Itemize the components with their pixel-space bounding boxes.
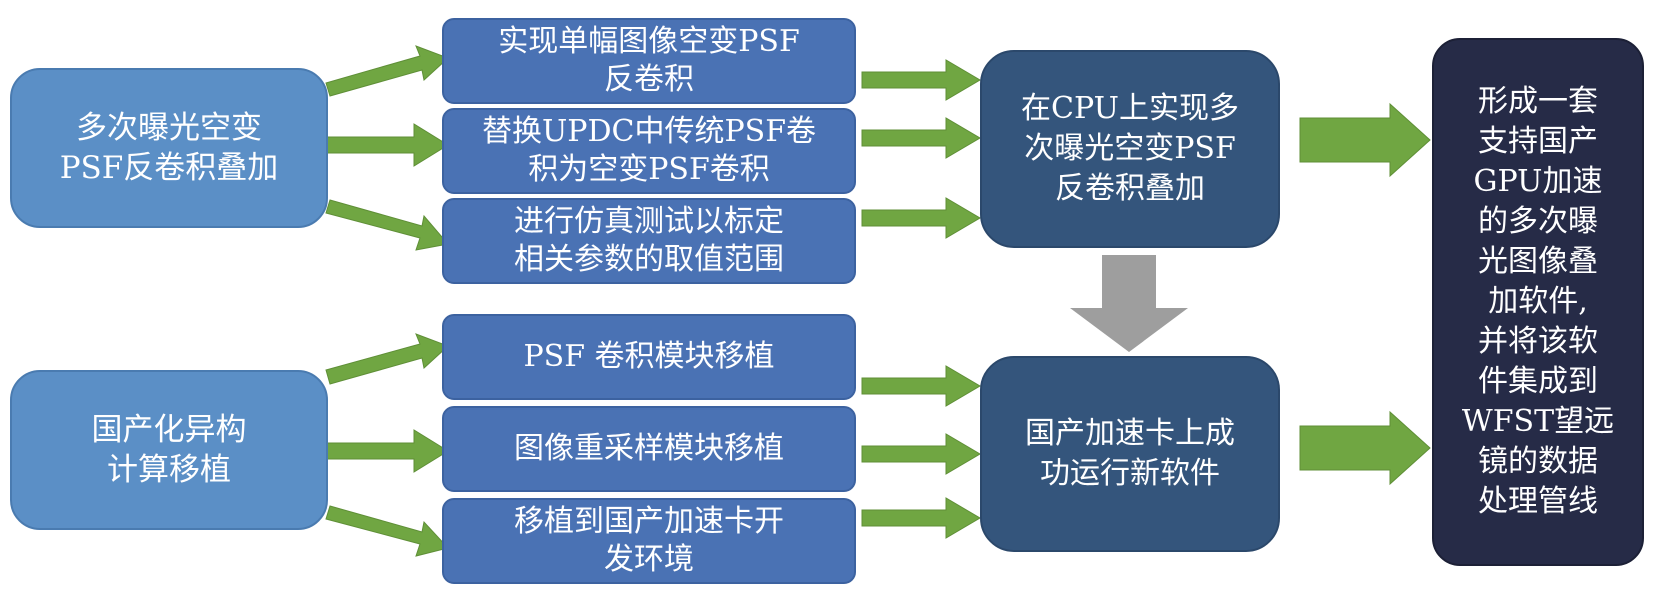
arrow-src2-step6 [325,505,449,557]
step-box-single-image-deconvolution: 实现单幅图像空变PSF 反卷积 [442,18,856,104]
source-label: 多次曝光空变 PSF反卷积叠加 [59,110,279,186]
step-label: 进行仿真测试以标定 相关参数的取值范围 [514,204,784,277]
intermediate-label: 在CPU上实现多 次曝光空变PSF 反卷积叠加 [1021,91,1239,206]
step-label: PSF 卷积模块移植 [523,339,775,374]
arrow-step3-mid1 [861,197,981,239]
arrow-step1-mid1 [861,59,981,101]
arrow-src2-step5 [325,429,449,473]
arrow-step4-mid2 [861,365,981,407]
source-box-deconvolution: 多次曝光空变 PSF反卷积叠加 [10,68,328,228]
arrow-mid1-mid2 [1070,255,1188,352]
arrow-step2-mid1 [861,117,981,159]
step-label: 替换UPDC中传统PSF卷 积为空变PSF卷积 [481,114,817,187]
step-box-simulation-test: 进行仿真测试以标定 相关参数的取值范围 [442,198,856,284]
arrow-mid2-goal [1299,410,1431,486]
goal-box: 形成一套 支持国产 GPU加速 的多次曝 光图像叠 加软件, 并将该软 件集成到… [1432,38,1644,566]
arrow-step5-mid2 [861,433,981,475]
step-label: 移植到国产加速卡开 发环境 [514,504,784,577]
step-box-replace-psf-convolution: 替换UPDC中传统PSF卷 积为空变PSF卷积 [442,108,856,194]
step-label: 图像重采样模块移植 [514,431,784,466]
step-box-psf-module-port: PSF 卷积模块移植 [442,314,856,400]
goal-label: 形成一套 支持国产 GPU加速 的多次曝 光图像叠 加软件, 并将该软 件集成到… [1461,84,1615,519]
step-box-dev-env-port: 移植到国产加速卡开 发环境 [442,498,856,584]
source-label: 国产化异构 计算移植 [91,412,247,488]
step-label: 实现单幅图像空变PSF 反卷积 [498,24,800,97]
arrow-src1-step1 [325,45,449,97]
arrow-src1-step2 [325,123,449,167]
arrow-src1-step3 [325,199,449,251]
step-box-resample-module-port: 图像重采样模块移植 [442,406,856,492]
intermediate-label: 国产加速卡上成 功运行新软件 [1025,416,1235,491]
intermediate-box-cpu: 在CPU上实现多 次曝光空变PSF 反卷积叠加 [980,50,1280,248]
intermediate-box-accelerator: 国产加速卡上成 功运行新软件 [980,356,1280,552]
arrow-mid1-goal [1299,102,1431,178]
arrow-src2-step4 [325,333,449,385]
source-box-porting: 国产化异构 计算移植 [10,370,328,530]
arrow-step6-mid2 [861,497,981,539]
